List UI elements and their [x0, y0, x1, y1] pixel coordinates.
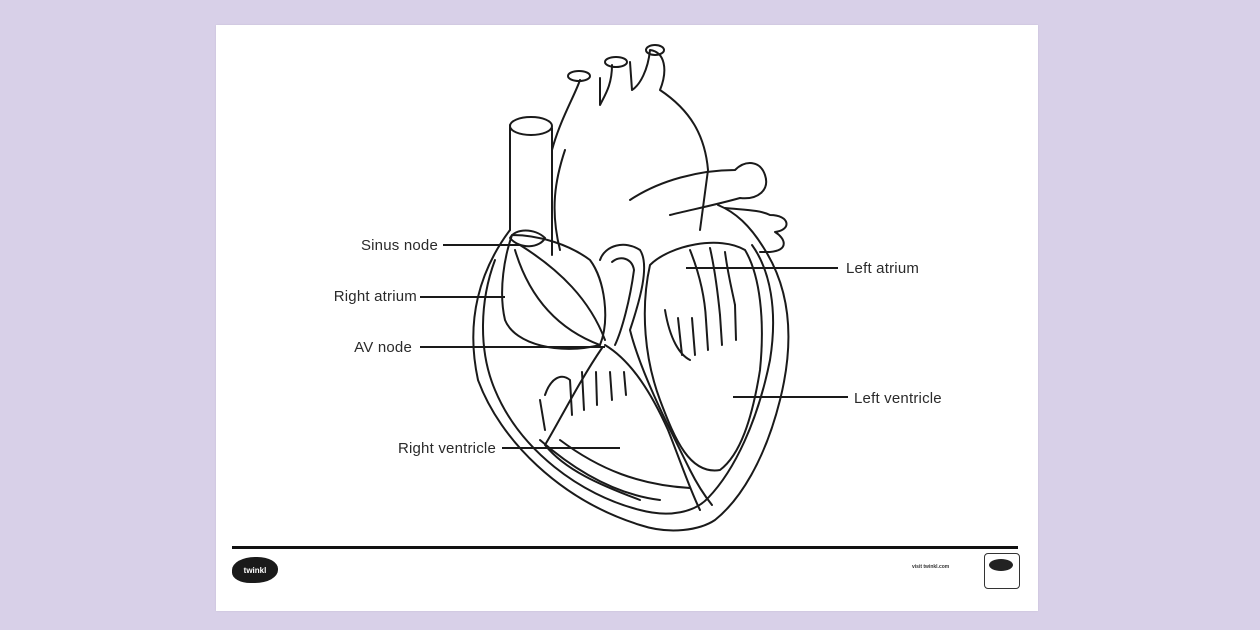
label-left-ventricle: Left ventricle [854, 390, 942, 407]
label-right-atrium: Right atrium [333, 288, 417, 305]
label-av-node: AV node [354, 339, 412, 356]
right-ventricle-walls [539, 439, 691, 501]
twinkl-logo: twinkl [232, 557, 278, 583]
label-left-atrium: Left atrium [846, 260, 920, 277]
worksheet-sheet [216, 25, 1038, 611]
aorta [551, 49, 709, 231]
label-sinus-node: Sinus node [360, 237, 438, 254]
site-url: visit twinkl.com [912, 564, 950, 570]
pulmonary-trunk [553, 149, 768, 251]
heart-outline [472, 204, 790, 532]
heart-inner-wall [482, 244, 775, 515]
right-atrium-chamber [501, 234, 607, 350]
septum [599, 243, 713, 506]
badge-icon [984, 553, 1020, 589]
septum-inner [611, 257, 635, 346]
papillary-right [539, 371, 627, 431]
conduction-path [514, 244, 701, 511]
pulmonary-veins [724, 207, 788, 253]
vena-cava-opening [509, 116, 553, 136]
aorta-branch-2 [604, 56, 628, 68]
papillary-left [664, 304, 737, 361]
chordae-left [689, 247, 736, 321]
label-right-ventricle: Right ventricle [397, 440, 496, 457]
aorta-branch-1 [567, 70, 591, 82]
left-chambers [643, 241, 763, 472]
footer-divider [232, 546, 1018, 549]
aorta-branch-3 [645, 44, 665, 56]
